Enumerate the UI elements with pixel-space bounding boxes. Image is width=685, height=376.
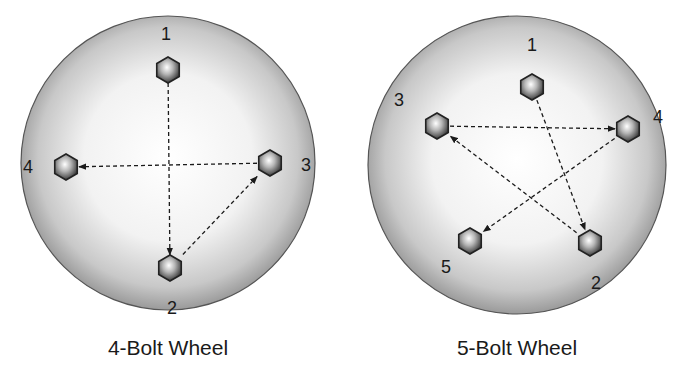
wheel: 4-Bolt Wheel1234: [20, 15, 316, 311]
bolt-number: 1: [161, 25, 171, 43]
bolt-hexagon: [422, 111, 452, 141]
bolt-number: 5: [441, 258, 451, 276]
hex-outline: [459, 228, 482, 254]
bolt: 1: [153, 55, 183, 85]
wheel-outline: [368, 16, 666, 314]
hex-outline: [259, 150, 282, 176]
bolt-number: 3: [394, 91, 404, 109]
bolt: 1: [517, 72, 547, 102]
bolt-number: 2: [167, 299, 177, 317]
hex-outline: [426, 113, 449, 139]
wheel-caption: 5-Bolt Wheel: [457, 336, 577, 360]
hex-outline: [579, 230, 602, 256]
hex-outline: [617, 116, 640, 142]
sequence-arrow: [537, 100, 585, 230]
bolt-number: 3: [301, 156, 311, 174]
sequence-arrow: [483, 138, 614, 231]
bolt: 3: [255, 148, 285, 178]
bolt-number: 1: [527, 36, 537, 54]
wheel-outline: [21, 16, 315, 310]
bolt-number: 4: [653, 108, 663, 126]
bolt: 5: [455, 226, 485, 256]
sequence-arrow: [168, 83, 170, 255]
sequence-arrow: [450, 136, 576, 232]
hex-outline: [159, 255, 182, 281]
bolt-hexagon: [155, 253, 185, 283]
sequence-arrow: [183, 177, 257, 255]
hex-outline: [521, 74, 544, 100]
bolt: 4: [613, 114, 643, 144]
hex-outline: [157, 57, 180, 83]
sequence-arrow: [79, 163, 257, 166]
bolt-hexagon: [255, 148, 285, 178]
bolt-hexagon: [613, 114, 643, 144]
bolt-hexagon: [517, 72, 547, 102]
hex-outline: [55, 154, 78, 180]
wheel-disc: [367, 15, 667, 315]
bolt: 2: [575, 228, 605, 258]
bolt-number: 4: [23, 158, 33, 176]
bolt: 2: [155, 253, 185, 283]
bolt-hexagon: [455, 226, 485, 256]
bolt: 3: [422, 111, 452, 141]
bolt-hexagon: [575, 228, 605, 258]
sequence-arrow: [450, 126, 615, 129]
bolt-hexagon: [153, 55, 183, 85]
wheel-caption: 4-Bolt Wheel: [108, 336, 228, 360]
bolt: 4: [51, 152, 81, 182]
wheel: 5-Bolt Wheel12345: [367, 15, 667, 315]
bolt-hexagon: [51, 152, 81, 182]
bolt-number: 2: [591, 274, 601, 292]
